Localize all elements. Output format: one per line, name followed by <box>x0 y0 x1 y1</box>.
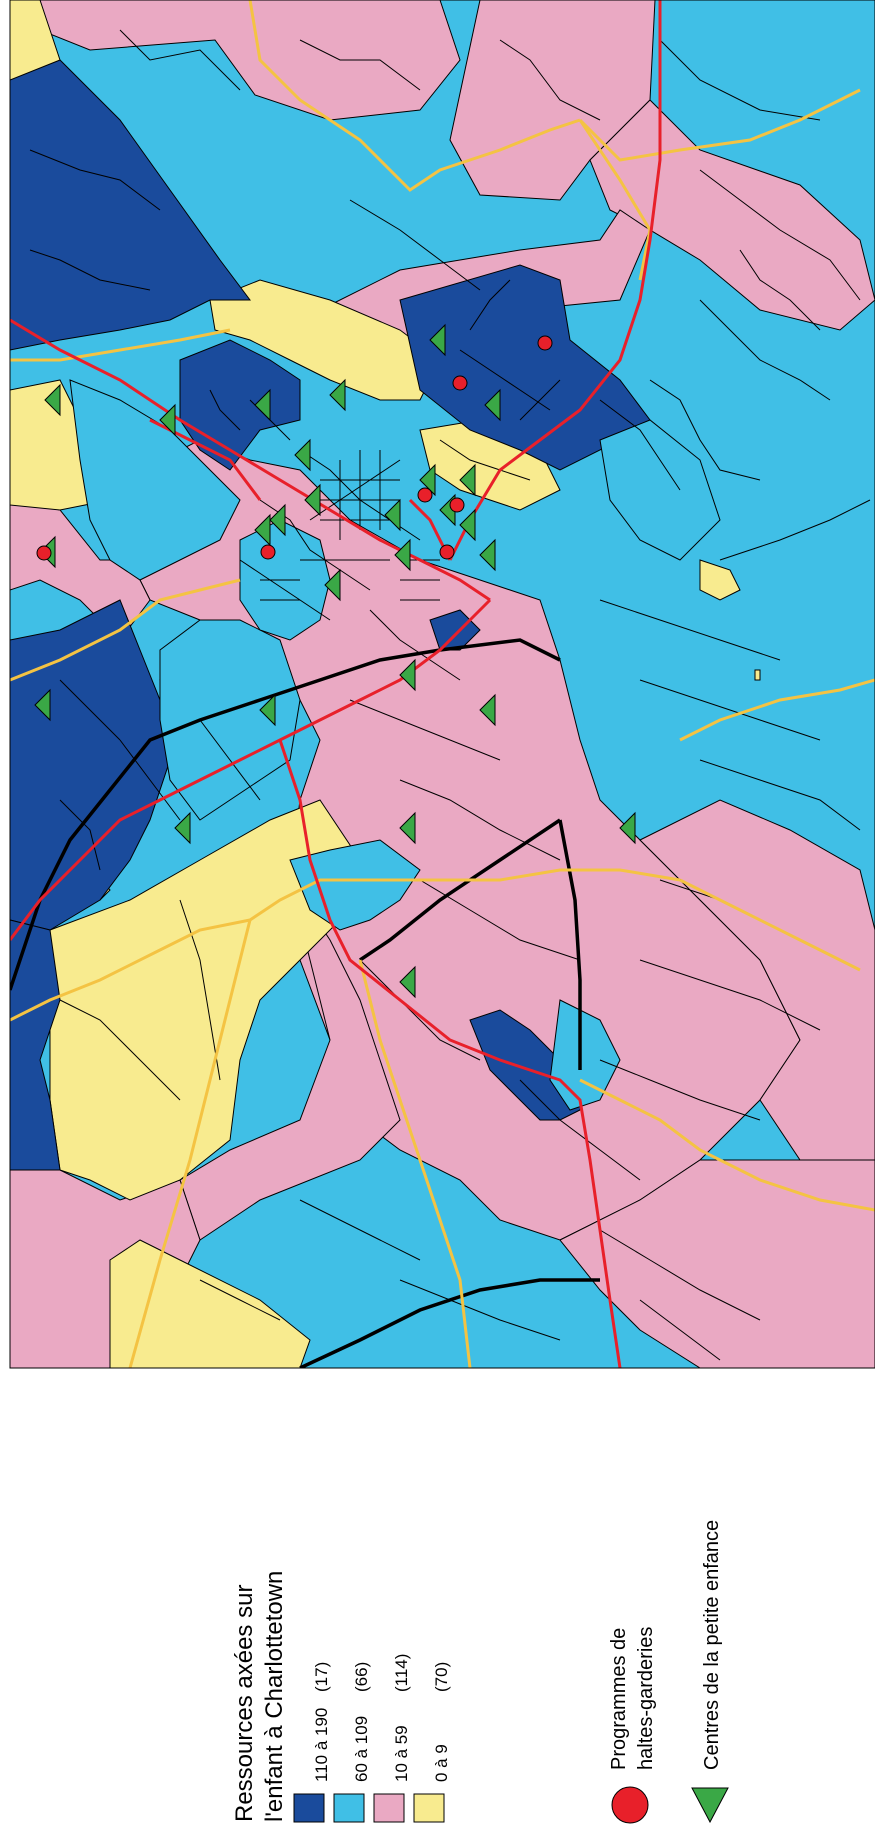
legend-early-childhood-label: Centres de la petite enfance <box>701 1520 723 1770</box>
legend-class-label: 0 à 9 <box>432 1744 451 1782</box>
early-childhood-centre-marker[interactable] <box>459 508 476 542</box>
legend-playgroup-icon <box>611 1786 649 1824</box>
early-childhood-centre-marker[interactable] <box>484 388 501 422</box>
early-childhood-centre-marker[interactable] <box>399 965 416 999</box>
playgroup-marker[interactable] <box>537 335 553 351</box>
playgroup-marker[interactable] <box>36 545 52 561</box>
playgroup-marker[interactable] <box>439 544 455 560</box>
early-childhood-centre-marker[interactable] <box>384 498 401 532</box>
legend-class-1: 60 à 109 (66) <box>333 1662 371 1823</box>
early-childhood-centre-marker[interactable] <box>269 503 286 537</box>
legend-class-count: (17) <box>312 1662 331 1692</box>
legend-swatch <box>373 1793 405 1823</box>
early-childhood-centre-marker[interactable] <box>479 693 496 727</box>
early-childhood-centre-marker[interactable] <box>479 538 496 572</box>
zones-110-190 <box>10 59 651 1171</box>
legend-class-label: 10 à 59 <box>392 1725 411 1782</box>
playgroup-marker[interactable] <box>260 544 276 560</box>
street-network <box>29 29 871 1361</box>
legend-swatch <box>293 1793 325 1823</box>
legend-class-label: 110 à 190 <box>312 1708 331 1782</box>
legend-class-0: 110 à 190 (17) <box>293 1662 331 1823</box>
early-childhood-centres <box>34 323 636 999</box>
early-childhood-centre-marker[interactable] <box>429 323 446 357</box>
early-childhood-centre-marker[interactable] <box>419 463 436 497</box>
early-childhood-centre-marker[interactable] <box>324 568 341 602</box>
early-childhood-centre-marker[interactable] <box>304 483 321 517</box>
legend-class-2: 10 à 59 (114) <box>373 1654 411 1823</box>
early-childhood-centre-marker[interactable] <box>329 378 346 412</box>
legend-swatch <box>413 1793 445 1823</box>
early-childhood-centre-marker[interactable] <box>294 438 311 472</box>
early-childhood-centre-marker[interactable] <box>259 693 276 727</box>
playgroup-marker[interactable] <box>417 487 433 503</box>
bypass-road <box>10 638 600 1368</box>
legend-class-count: (70) <box>432 1662 451 1692</box>
early-childhood-centre-marker[interactable] <box>254 388 271 422</box>
highway-road <box>10 0 875 1368</box>
legend-swatch <box>333 1793 365 1823</box>
early-childhood-centre-marker[interactable] <box>394 538 411 572</box>
playgroup-marker[interactable] <box>452 375 468 391</box>
early-childhood-centre-marker[interactable] <box>399 811 416 845</box>
legend-class-label: 60 à 109 <box>352 1716 371 1782</box>
legend-class-count: (114) <box>392 1654 411 1692</box>
early-childhood-centre-marker[interactable] <box>459 463 476 497</box>
early-childhood-centre-marker[interactable] <box>619 811 636 845</box>
legend: Ressources axées sur l'enfant à Charlott… <box>231 1520 729 1824</box>
early-childhood-centre-marker[interactable] <box>44 383 61 417</box>
early-childhood-centre-marker[interactable] <box>399 658 416 692</box>
legend-class-count: (66) <box>352 1662 371 1692</box>
early-childhood-centre-marker[interactable] <box>34 688 51 722</box>
playgroup-programmes <box>36 335 553 561</box>
legend-playgroup-label: Programmes de <box>608 1628 630 1770</box>
early-childhood-centre-marker[interactable] <box>174 811 191 845</box>
early-childhood-centre-marker[interactable] <box>254 513 271 547</box>
early-childhood-centre-marker[interactable] <box>159 403 176 437</box>
legend-title: Ressources axées sur <box>231 1585 258 1822</box>
legend-playgroup-label-2: haltes-garderies <box>635 1627 657 1770</box>
map-border <box>9 0 875 1369</box>
legend-early-childhood-icon <box>691 1787 729 1824</box>
playgroup-marker[interactable] <box>449 497 465 513</box>
legend-class-3: 0 à 9 (70) <box>413 1662 451 1823</box>
legend-subtitle: l'enfant à Charlottetown <box>261 1571 288 1822</box>
map-frame <box>10 0 875 1368</box>
